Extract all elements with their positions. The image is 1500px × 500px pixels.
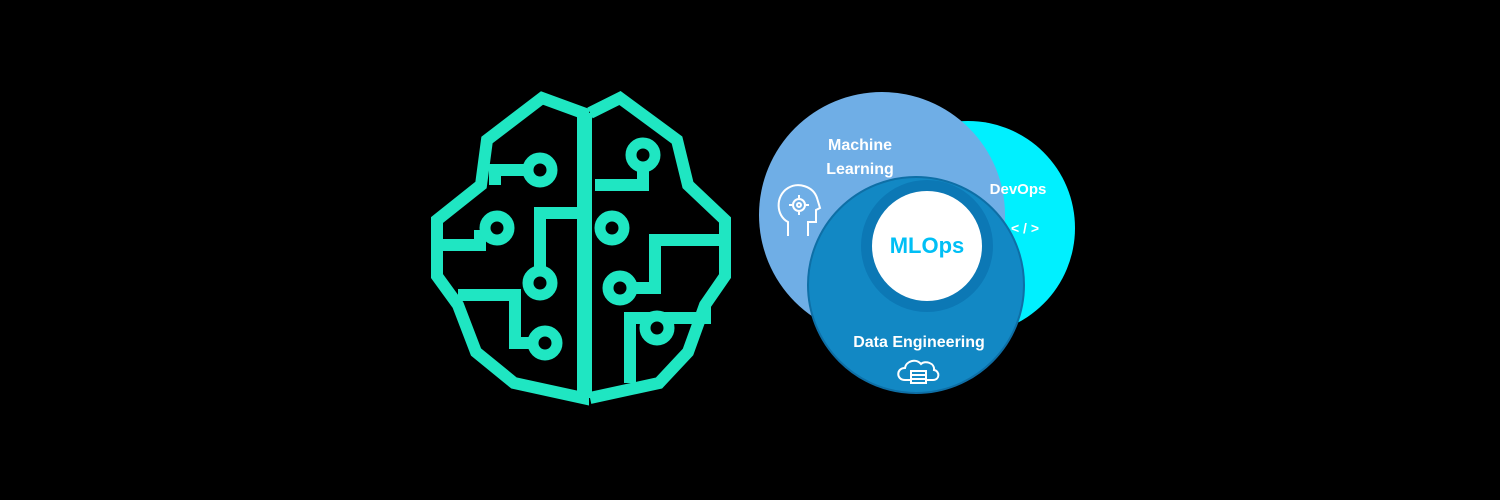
head-gear-icon [777, 184, 822, 236]
brain-outline-right [587, 90, 731, 404]
brain-node [625, 137, 661, 173]
brain-outline [431, 91, 589, 406]
devops-label: DevOps [990, 181, 1047, 198]
brain-trace [534, 207, 583, 270]
brain-node [639, 310, 675, 346]
brain-node [479, 210, 515, 246]
brain-node [594, 210, 630, 246]
mlops-label: MLOps [890, 233, 965, 258]
machine-learning-label-line2: Learning [826, 161, 894, 178]
cloud-server-icon [897, 359, 940, 384]
data-engineering-label: Data Engineering [853, 334, 985, 351]
brain-node [522, 265, 558, 301]
brain-node [527, 325, 563, 361]
brain-trace [437, 230, 486, 251]
mlops-center [872, 191, 982, 301]
data-engineering-ring [807, 176, 1025, 394]
brain-node [602, 270, 638, 306]
devops-code-symbol: < / > [1011, 220, 1039, 236]
machine-learning-label-line1: Machine [828, 137, 892, 154]
brain-node [522, 152, 558, 188]
